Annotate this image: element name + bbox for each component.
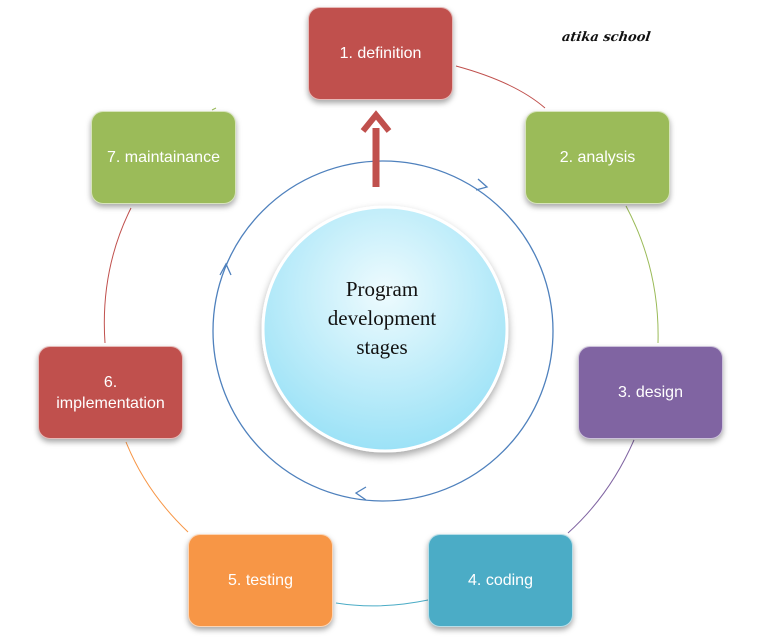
stage-label-implementation: 6. implementation [56,372,165,414]
center-title-line-3: stages [356,335,408,359]
connector-2-3 [625,205,659,344]
watermark-text: atika school [560,30,652,45]
connector-7-1 [211,107,217,111]
stage-box-definition: 1. definition [308,7,453,100]
stage-label-definition: 1. definition [339,45,422,62]
connector-5-6 [125,441,189,533]
stage-label-testing: 5. testing [228,572,293,589]
stage-box-coding: 4. coding [428,534,573,627]
stage-box-analysis: 2. analysis [525,111,670,204]
stage-label-implementation-text: implementation [56,394,165,412]
center-title-line-1: Program [345,277,419,301]
connector-6-7 [103,207,132,344]
ring-arrowhead-left [219,262,232,276]
stage-label-coding: 4. coding [468,572,533,589]
cycle-ring [212,160,554,502]
center-title-line-2: development [327,306,437,330]
stage-label-design: 3. design [618,384,683,401]
connector-4-5 [335,599,429,607]
connector-1-2 [455,65,546,109]
ring-arrowhead-top [475,178,489,191]
stage-box-maintainance: 7. maintainance [91,111,236,204]
stage-label-analysis: 2. analysis [559,149,636,166]
stage-label-maintainance: 7. maintainance [107,149,220,166]
center-title: Program development stages [300,275,464,362]
stage-box-implementation: 6. implementation [38,346,183,439]
ring-arrowhead-bottom [354,486,367,501]
stage-box-design: 3. design [578,346,723,439]
center-circle [261,205,509,453]
connector-3-4 [567,439,635,534]
stage-box-testing: 5. testing [188,534,333,627]
stage-label-implementation-number: 6. [103,373,118,391]
up-arrow-head [360,110,392,133]
